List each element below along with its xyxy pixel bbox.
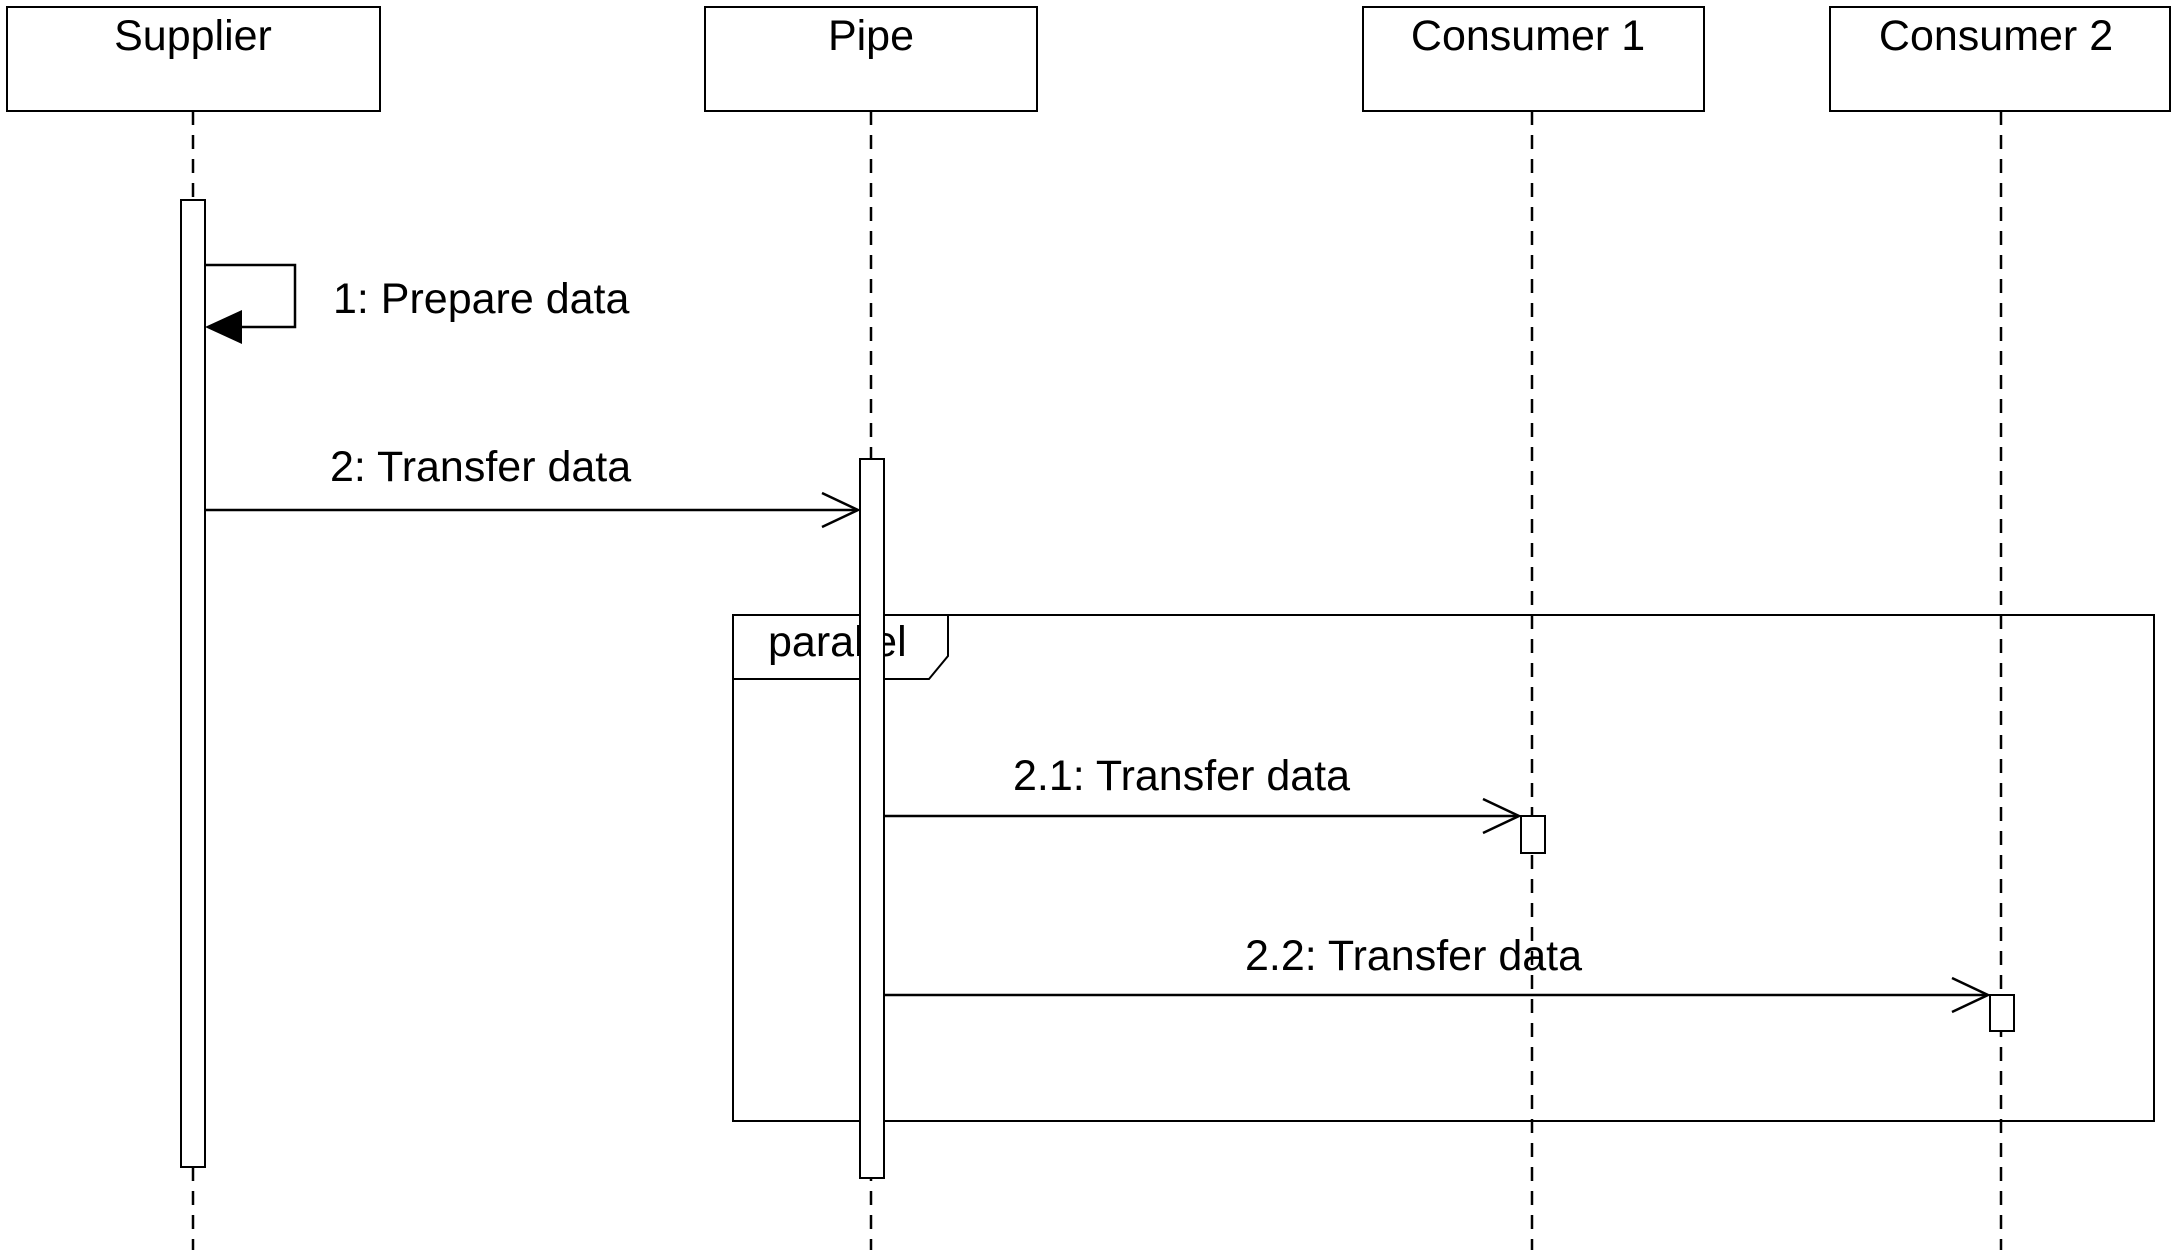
open-arrowhead-icon [1951,976,1991,1014]
activation-bar-supplier [180,199,206,1168]
message-transfer-data-2-2: 2.2: Transfer data [884,932,1991,1014]
message-transfer-data-2-1: 2.1: Transfer data [884,752,1522,835]
participant-box [6,6,381,112]
self-call-line [205,263,297,329]
participant-supplier: Supplier [6,6,381,112]
participant-consumer-2: Consumer 2 [1829,6,2171,112]
participant-box [1362,6,1705,112]
open-arrowhead-icon [821,491,861,529]
participant-pipe: Pipe [704,6,1038,112]
message-label: 1: Prepare data [333,275,630,323]
participant-consumer-1: Consumer 1 [1362,6,1705,112]
activation-bar-consumer-1 [1520,815,1546,854]
parallel-fragment: parallel [732,614,2155,1122]
participant-label: Pipe [828,12,914,60]
message-label: 2.2: Transfer data [1245,932,1582,980]
fragment-frame [732,614,2155,1122]
fragment-label-tab [733,615,949,680]
message-label: 2.1: Transfer data [1013,752,1350,800]
participant-box [704,6,1038,112]
message-transfer-data: 2: Transfer data [205,443,861,529]
fragment-operator-label: parallel [768,618,907,666]
filled-arrowhead-icon [205,310,242,344]
activation-bar-consumer-2 [1989,994,2015,1032]
participant-label: Consumer 1 [1411,12,1645,60]
participant-label: Supplier [114,12,272,60]
open-arrowhead-icon [1482,797,1522,835]
participant-box [1829,6,2171,112]
message-label: 2: Transfer data [330,443,631,491]
participant-label: Consumer 2 [1879,12,2113,60]
message-prepare-data: 1: Prepare data [205,263,630,344]
activation-bar-pipe [859,458,885,1179]
